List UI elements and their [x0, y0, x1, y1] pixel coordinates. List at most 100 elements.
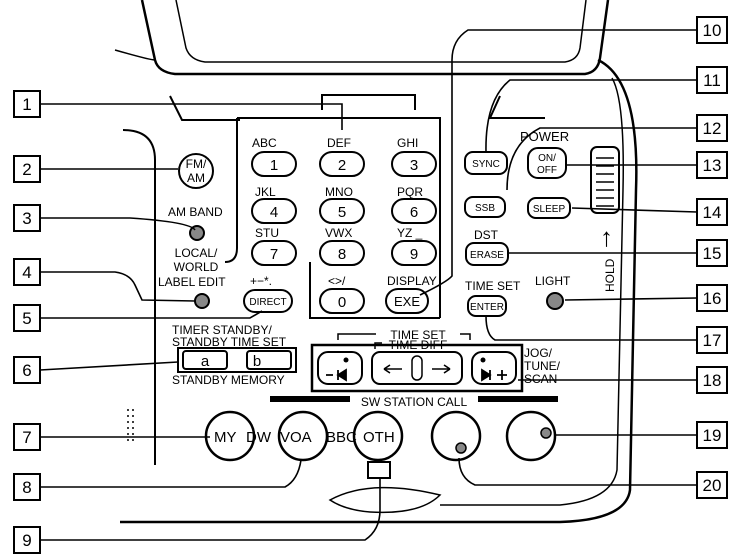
callout-6: 6: [13, 356, 41, 384]
key-2[interactable]: 2: [319, 151, 365, 177]
station-bbc-label: BBC: [326, 429, 357, 446]
callout-18-label: 18: [703, 371, 722, 390]
am-band-label: AM BAND: [168, 205, 223, 219]
callout-13: 13: [696, 151, 728, 179]
key-1-label: 1: [270, 157, 278, 174]
am-band-button[interactable]: [189, 225, 205, 241]
callout-7: 7: [13, 423, 41, 451]
standby-b-label: b: [253, 353, 261, 370]
callout-20-label: 20: [703, 476, 722, 495]
exe-label: EXE: [394, 294, 420, 309]
display-label: DISPLAY: [387, 274, 437, 288]
callout-12: 12: [696, 114, 728, 142]
light-label: LIGHT: [535, 274, 571, 288]
direct-button[interactable]: DIRECT: [243, 289, 293, 313]
key-0[interactable]: 0: [319, 288, 365, 314]
key-9[interactable]: 9: [391, 240, 437, 266]
erase-button[interactable]: ERASE: [465, 242, 509, 266]
power-on-off-button[interactable]: ON/ OFF: [527, 147, 567, 179]
sw-station-call: SW STATION CALL MY DW VOA BBC OTH: [204, 395, 558, 479]
jog-plus-button[interactable]: [471, 351, 517, 385]
enter-button[interactable]: ENTER: [467, 295, 507, 317]
ssb-label: SSB: [475, 203, 495, 214]
erase-label: ERASE: [470, 250, 504, 261]
hold-arrow: ↑: [600, 222, 613, 252]
local-world-label-2: WORLD: [174, 260, 219, 274]
fm-am-button[interactable]: FM/ AM: [178, 153, 214, 189]
callout-11: 11: [696, 66, 728, 94]
symbols2-label: <>/: [328, 274, 346, 288]
key-4-label: 4: [270, 204, 278, 221]
standby-a-label: a: [201, 353, 210, 370]
callout-boxes: 1 2 3 4 5 6 7 8 9 10 11 12 13 14 15 16 1…: [13, 16, 728, 554]
key-0-label: 0: [338, 294, 346, 311]
callout-12-label: 12: [703, 119, 722, 138]
callout-18: 18: [696, 366, 728, 394]
callout-16: 16: [696, 284, 728, 312]
keypad-letters-1: ABC: [252, 136, 277, 150]
key-3[interactable]: 3: [391, 151, 437, 177]
callout-11-label: 11: [703, 71, 721, 90]
callout-15: 15: [696, 239, 728, 267]
jog-label-2: TUNE/: [524, 359, 561, 373]
station-button-3[interactable]: [352, 410, 404, 462]
callout-2: 2: [13, 155, 41, 183]
callout-19-label: 19: [703, 426, 722, 445]
hold-label: HOLD: [603, 258, 617, 292]
numeric-keypad: ABC DEF GHI JKL MNO PQR STU VWX YZ _ 1 2…: [243, 136, 437, 314]
key-8[interactable]: 8: [319, 240, 365, 266]
key-9-label: 9: [410, 246, 418, 263]
key-1[interactable]: 1: [251, 151, 297, 177]
sync-button[interactable]: SYNC: [464, 151, 508, 175]
callout-6-label: 6: [22, 361, 31, 380]
exe-button[interactable]: EXE: [385, 288, 429, 314]
key-6-label: 6: [410, 204, 418, 221]
station-dw-label: DW: [246, 429, 272, 446]
callout-3-label: 3: [22, 209, 31, 228]
key-7[interactable]: 7: [251, 240, 297, 266]
dst-label: DST: [474, 228, 499, 242]
key-5[interactable]: 5: [319, 198, 365, 224]
time-set-label: TIME SET: [465, 279, 521, 293]
callout-8: 8: [13, 473, 41, 501]
enter-label: ENTER: [470, 302, 504, 313]
key-7-label: 7: [270, 246, 278, 263]
keypad-letters-8: VWX: [325, 226, 352, 240]
callout-4: 4: [13, 258, 41, 286]
standby-b-button[interactable]: b: [246, 350, 292, 370]
tune-slider[interactable]: [371, 351, 463, 385]
keypad-letters-6: PQR: [397, 185, 423, 199]
jog-minus-button[interactable]: [317, 351, 363, 385]
keypad-letters-2: DEF: [327, 136, 351, 150]
key-3-label: 3: [410, 157, 418, 174]
standby-memory-label: STANDBY MEMORY: [172, 373, 285, 387]
label-edit-button[interactable]: [194, 293, 210, 309]
standby-button-frame: [177, 347, 297, 373]
jog-label-3: SCAN: [524, 372, 557, 386]
sleep-button[interactable]: SLEEP: [527, 197, 571, 219]
local-world-label-1: LOCAL/: [175, 246, 218, 260]
station-button-4[interactable]: [430, 410, 482, 462]
callout-10-label: 10: [703, 21, 722, 40]
station-button-5[interactable]: [505, 410, 557, 462]
callout-20: 20: [696, 471, 728, 499]
keypad-letters-7: STU: [255, 226, 279, 240]
station-button-1[interactable]: [204, 410, 256, 462]
station-button-2[interactable]: [277, 410, 329, 462]
ssb-button[interactable]: SSB: [464, 196, 506, 218]
light-button[interactable]: [546, 292, 564, 310]
callout-10: 10: [696, 16, 728, 44]
key-6[interactable]: 6: [391, 198, 437, 224]
sync-label: SYNC: [472, 159, 500, 170]
callout-5: 5: [13, 304, 41, 332]
key-4[interactable]: 4: [251, 198, 297, 224]
on-off-label-1: ON/: [538, 153, 556, 164]
station-oth-label: OTH: [363, 429, 395, 446]
fm-am-label-2: AM: [187, 171, 205, 185]
callout-5-label: 5: [22, 309, 31, 328]
jog-time-set-label: TIME SET: [390, 328, 446, 342]
callout-14-label: 14: [703, 203, 722, 222]
standby-a-button[interactable]: a: [182, 350, 228, 370]
callout-9-label: 9: [22, 531, 31, 550]
